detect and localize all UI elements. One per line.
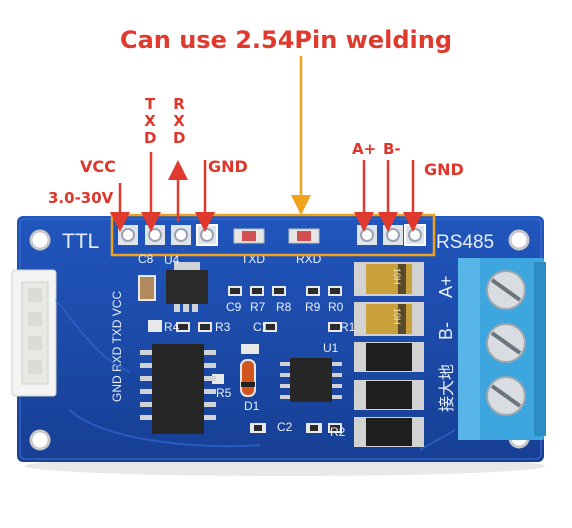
voltage-label: 3.0-30V [48,189,114,207]
txd-led [233,228,265,244]
ref-r7: R7 [250,300,266,314]
diode-mark-2: 10H [392,308,402,325]
ic-chip-u1 [280,358,342,402]
ref-r0: R0 [328,300,344,314]
connector-pin-silk: GND RXD TXD VCC [110,291,124,402]
c8-capacitor [138,275,156,301]
ref-r2: R2 [330,425,346,439]
rxd-led [288,228,320,244]
screw-icon [486,270,526,310]
screw-icon [486,376,526,416]
ref-r9: R9 [305,300,321,314]
tvs-diodes [354,262,424,447]
screw-icon [486,323,526,363]
ref-r8: R8 [276,300,292,314]
terminal-a-silk: A+ [436,275,456,298]
gnd-right-label: GND [424,160,464,179]
terminal-b-silk: B- [436,322,456,340]
diode-mark-1: 10H [392,268,402,285]
ref-c8: C8 [138,252,154,266]
ttl-silk: TTL [62,230,99,253]
rs485-pins [357,224,426,246]
jst-connector [11,269,57,397]
ref-r4: R4 [164,320,180,334]
ref-r1: R1 [340,320,356,334]
b-minus-label: B- [383,140,401,158]
gnd-left-label: GND [208,157,248,176]
ref-r3: R3 [215,320,231,334]
ic-chip-left [140,344,216,434]
ref-c9: C9 [226,300,242,314]
vcc-label: VCC [80,157,116,176]
ref-c1: C1 [253,320,269,334]
header-title: Can use 2.54Pin welding [119,26,453,54]
ref-r5: R5 [216,386,232,400]
ref-c2: C2 [277,420,293,434]
ref-u1: U1 [323,341,339,355]
ref-d1: D1 [244,399,260,413]
ground-cn-silk: 接大地 [437,364,456,412]
ref-u4: U4 [164,253,180,267]
pin-header-box [110,213,436,257]
u4-regulator [166,262,208,312]
d1-diode [240,359,256,397]
screw-terminal [458,258,546,440]
a-plus-label: A+ [352,140,377,158]
mounting-holes [29,229,530,451]
rs485-silk: RS485 [436,232,494,253]
